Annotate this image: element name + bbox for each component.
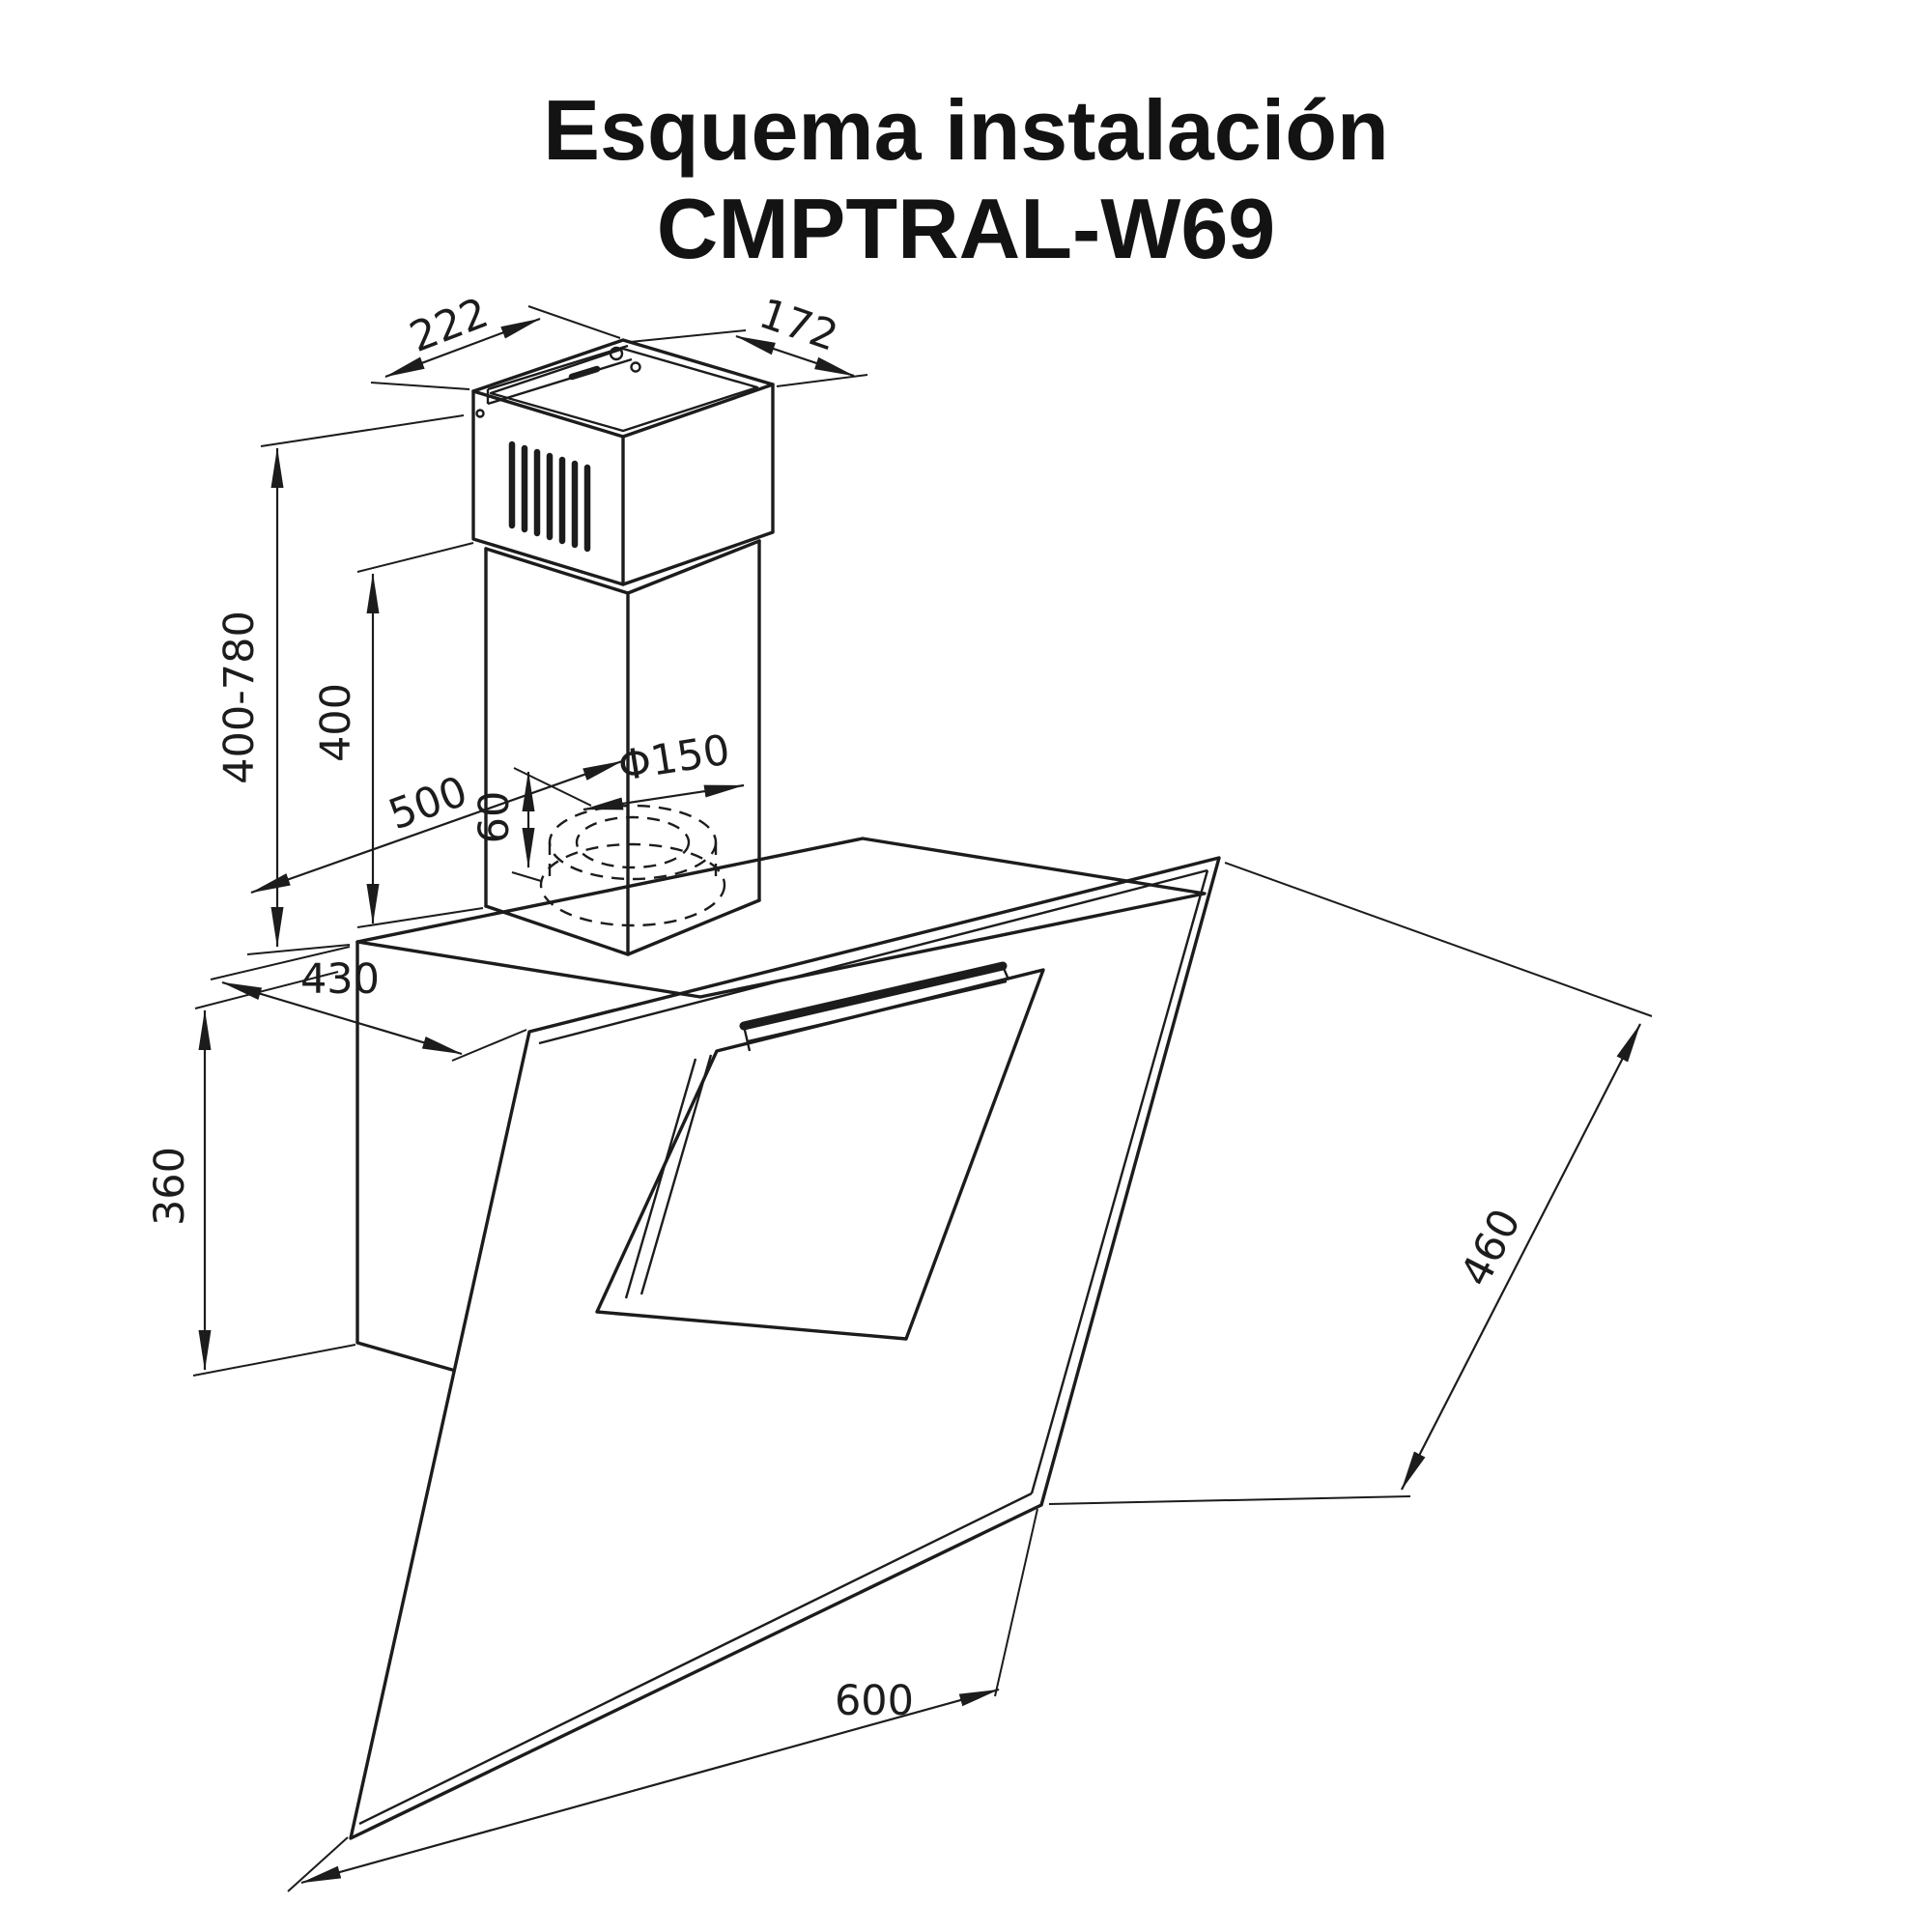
glass-front-panel (349, 856, 1221, 1840)
chimney-lower-bottom-edges (484, 898, 761, 956)
page-title: Esquema instalación CMPTRAL-W69 (0, 81, 1932, 278)
panel-handle (739, 961, 1008, 1031)
dimension-500: 500 (250, 759, 623, 895)
hood-body (355, 837, 1207, 1372)
glass-thickness-right (1030, 869, 1209, 1494)
dimension-diameter-150: Φ150 (582, 725, 745, 811)
dimension-400: 400 (312, 542, 484, 928)
hood-top-plate (355, 837, 1207, 999)
dim-label-500: 500 (383, 767, 473, 839)
dim-label-60: 60 (470, 791, 519, 844)
dimension-600: 600 (287, 1508, 1038, 1892)
dimension-60: 60 (470, 767, 592, 882)
dim-label-400-780: 400-780 (215, 611, 264, 784)
dimension-360: 360 (146, 971, 356, 1377)
chimney (471, 338, 775, 956)
dim-label-222: 222 (404, 289, 496, 362)
dimension-460: 460 (1048, 862, 1653, 1505)
bracket-slot (568, 365, 601, 381)
duct-outlet (539, 804, 726, 927)
vent-grille (508, 440, 591, 553)
dimension-172: 172 (629, 290, 868, 387)
glass-outer-edge (349, 856, 1221, 1840)
dim-label-460: 460 (1452, 1202, 1531, 1294)
dim-label-600: 600 (835, 1677, 914, 1725)
dim-label-360: 360 (146, 1147, 194, 1226)
dim-label-400: 400 (312, 683, 360, 762)
panel-handle-inner-line (747, 980, 1008, 1043)
dimension-400-780: 400-780 (215, 414, 465, 955)
dimension-430: 430 (210, 946, 527, 1062)
inner-filter-panel (595, 961, 1045, 1341)
title-line-2: CMPTRAL-W69 (656, 181, 1276, 277)
panel-hinge-line-2 (639, 1054, 713, 1295)
bracket-screw-2 (630, 361, 641, 373)
inner-panel-edge (595, 968, 1045, 1341)
panel-handle-connector-right (1001, 965, 1010, 980)
panel-hinge-line-1 (624, 1058, 697, 1299)
glass-thickness-top (538, 868, 1208, 1045)
duct-pipe-inner (575, 815, 691, 869)
bracket-screw-1 (609, 346, 624, 361)
dim-label-diameter-150: Φ150 (615, 725, 733, 791)
dim-label-172: 172 (753, 290, 844, 361)
panel-handle-connector-left (742, 1025, 752, 1052)
mounting-bracket-bar (486, 344, 633, 406)
title-line-1: Esquema instalación (543, 82, 1389, 178)
chimney-upper-left-face (471, 389, 625, 586)
chimney-upper-right-face (621, 383, 775, 586)
dim-label-430: 430 (300, 955, 380, 1004)
chimney-pilot-hole (475, 409, 485, 418)
hood-back-panel-edge (355, 940, 454, 1372)
chimney-top-inner-rim (489, 347, 759, 433)
